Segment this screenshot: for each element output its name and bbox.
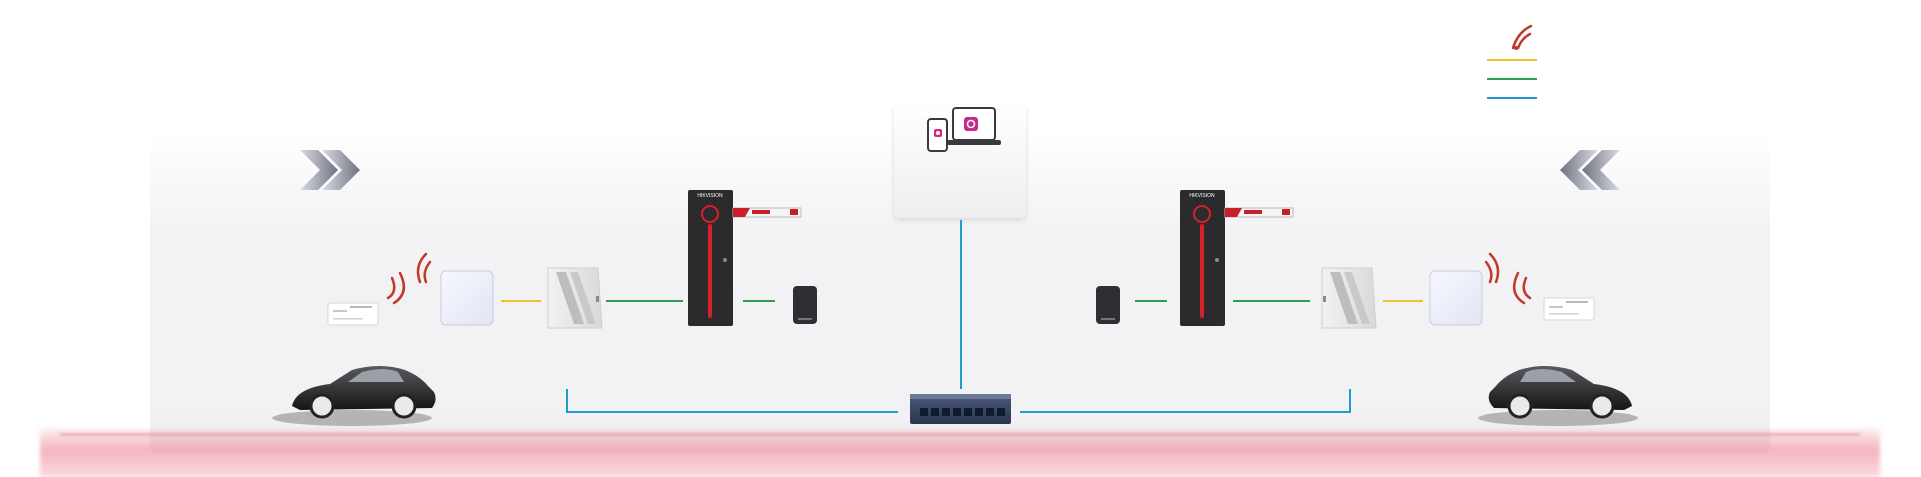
road-line xyxy=(60,433,1860,436)
car xyxy=(272,366,436,426)
network-switch xyxy=(910,394,1011,424)
card-reader xyxy=(793,286,817,324)
barrier-gate: HIKVISION xyxy=(1180,190,1294,326)
brand-label: HIKVISION xyxy=(697,193,723,199)
uhf-tag-card xyxy=(1543,297,1595,321)
barrier-gate: HIKVISION xyxy=(688,190,802,326)
left-lane: HIKVISION xyxy=(272,190,817,426)
brand-label: HIKVISION xyxy=(1189,193,1215,199)
right-lane: HIKVISION xyxy=(1096,190,1638,426)
network-lines xyxy=(566,220,1351,413)
card-reader xyxy=(1096,286,1120,324)
rf-signal-icon xyxy=(1484,252,1532,305)
uhf-tag-card xyxy=(327,302,379,326)
tablet-icon xyxy=(927,118,948,152)
legend xyxy=(1487,24,1537,99)
chevron-left-icon xyxy=(1560,150,1620,190)
rf-signal-icon xyxy=(1511,24,1533,50)
rf-signal-icon xyxy=(386,252,432,305)
chevron-right-icon xyxy=(300,150,360,190)
uhf-reader xyxy=(1429,270,1483,326)
uhf-reader xyxy=(440,270,494,326)
access-controller xyxy=(547,267,603,329)
access-controller xyxy=(1321,267,1377,329)
road-glow xyxy=(40,428,1880,477)
car xyxy=(1478,366,1638,426)
laptop-icon xyxy=(947,107,1001,145)
